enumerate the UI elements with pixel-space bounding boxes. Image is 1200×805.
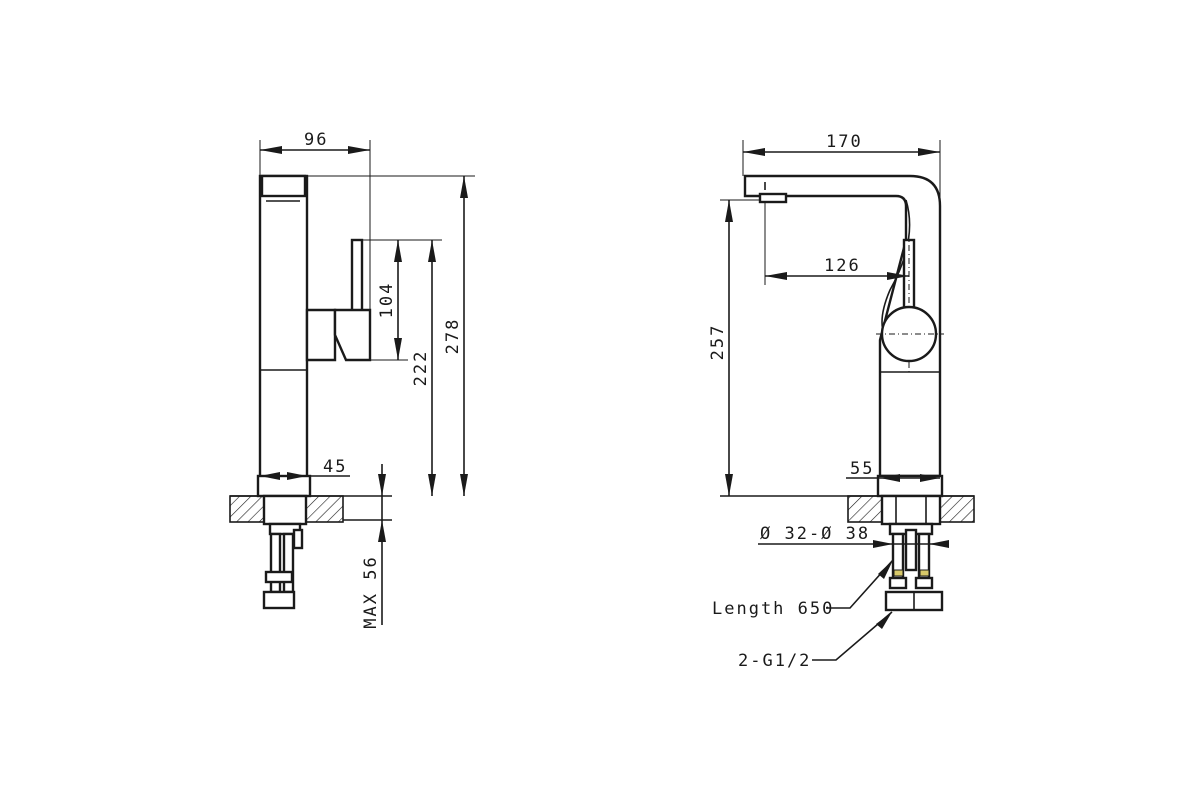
dim-label-170: 170: [826, 132, 863, 152]
hose-connector-side: [262, 590, 296, 610]
lever-mount-side: [305, 308, 337, 362]
hose-ferrule-1: [893, 569, 904, 577]
faucet-cap-side: [260, 174, 307, 198]
faucet-body-front: [743, 174, 942, 478]
countertop-section-right: [304, 495, 344, 523]
supply-hose-side-1: [269, 532, 282, 594]
hose-fitting-side: [264, 570, 294, 584]
threaded-rod-side: [292, 528, 304, 550]
side-view: 96 278 222 104 45 MAX 56: [229, 130, 475, 629]
dim-label-126: 126: [824, 256, 861, 276]
threaded-rod-front: [904, 528, 918, 572]
hose-fitting-front-1: [888, 576, 908, 590]
hose-fitting-front-2: [914, 576, 934, 590]
dim-label-222: 222: [411, 350, 431, 387]
aerator-front: [758, 192, 788, 204]
label-connection: 2-G1/2: [738, 651, 811, 671]
countertop-section-right-front: [939, 495, 975, 523]
front-view: 170 126 257 55 Ø 32-Ø 38 Length 650 2-G1: [708, 132, 975, 671]
countertop-section-left-front: [847, 495, 883, 523]
dim-label-257: 257: [708, 324, 728, 361]
countertop-section-left: [229, 495, 265, 523]
dim-label-96: 96: [304, 130, 328, 150]
lever-handle-side: [350, 238, 364, 314]
leader-connection: [812, 611, 893, 661]
dim-label-55: 55: [850, 459, 874, 479]
label-hose-length: Length 650: [712, 599, 834, 619]
dim-label-278: 278: [443, 318, 463, 355]
mount-nut-front: [880, 494, 942, 526]
leader-hose-length: [826, 559, 894, 609]
dim-label-45: 45: [323, 457, 347, 477]
dim-label-hole-diameter: Ø 32-Ø 38: [760, 524, 870, 544]
hose-curve-front: [881, 199, 911, 335]
faucet-base-side: [256, 474, 312, 498]
supply-hose-side-2: [282, 532, 295, 594]
hose-ferrule-2: [919, 569, 930, 577]
dim-label-104: 104: [377, 282, 397, 319]
mount-nut-side: [262, 494, 308, 526]
dim-label-max56: MAX 56: [361, 555, 381, 628]
lever-body-side: [333, 308, 372, 362]
faucet-body-side: [258, 174, 309, 480]
